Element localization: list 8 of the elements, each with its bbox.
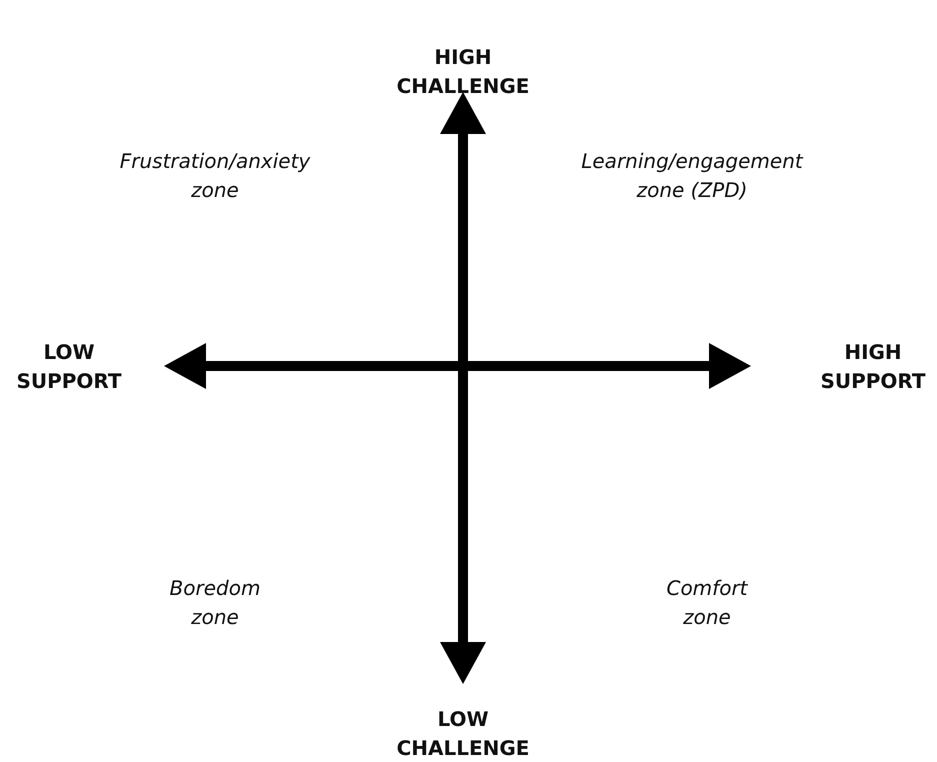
axis-label: LOW CHALLENGE — [396, 706, 530, 762]
axis-label: LOW SUPPORT — [15, 339, 123, 395]
zone-label: Learning/engagement zone (ZPD) — [580, 148, 804, 204]
axis-label: HIGH SUPPORT — [819, 339, 927, 395]
zone-label: Comfort zone — [665, 575, 749, 631]
zone-label: Boredom zone — [168, 575, 262, 631]
axis-label: HIGH CHALLENGE — [396, 44, 530, 100]
zone-label: Frustration/anxiety zone — [118, 148, 312, 204]
